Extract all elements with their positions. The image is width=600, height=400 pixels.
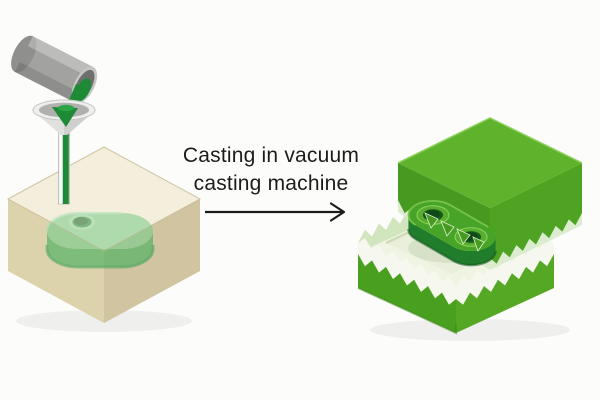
- opened-mold-illustration: [357, 117, 583, 341]
- pattern-top-highlight: [45, 211, 122, 232]
- cast-part-bottom-shade: [407, 228, 497, 267]
- mold-bottom-edge-shade: [357, 287, 457, 335]
- crucible: [11, 35, 98, 104]
- funnel-liquid: [52, 107, 78, 127]
- mold-shadow: [370, 319, 570, 341]
- cut-band-left: [358, 238, 456, 305]
- flask-translucency-veil: [6, 146, 202, 323]
- top-half-edge-highlight: [397, 117, 583, 164]
- funnel-liquid-pool: [58, 104, 74, 112]
- cast-part-side: [408, 215, 496, 266]
- pattern-bottom-rim: [45, 245, 155, 269]
- master-pattern: [45, 211, 155, 269]
- sprue-tube: [58, 129, 70, 205]
- process-arrow: [202, 199, 352, 225]
- funnel: [32, 99, 96, 135]
- caption: Casting in vacuum casting machine: [182, 144, 360, 195]
- cast-part-top-highlight: [407, 199, 489, 228]
- pattern-hole-shadow: [74, 217, 88, 226]
- parting-line-teeth-overlay: [424, 212, 485, 252]
- pour-into-mold-illustration: [6, 35, 202, 332]
- arrow-icon: [205, 202, 346, 222]
- top-half-right-face: [490, 163, 582, 264]
- flask-right-face: [104, 199, 200, 323]
- cut-band-right: [456, 238, 554, 305]
